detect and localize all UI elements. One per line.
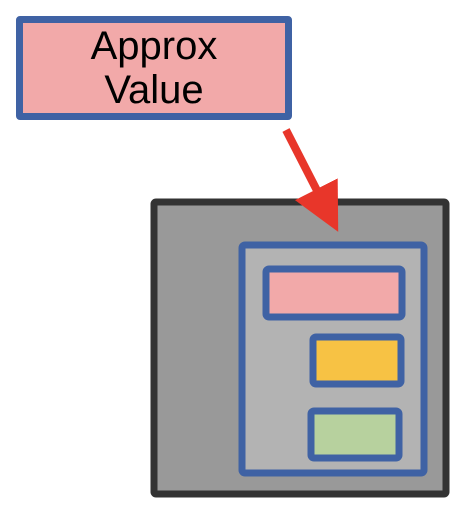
approx-value-label-box: Approx Value — [16, 16, 292, 120]
pink-slot-box — [262, 265, 406, 321]
green-slot-box — [307, 407, 403, 462]
arrow-icon — [282, 128, 339, 232]
label-line-2: Value — [104, 68, 204, 112]
label-line-1: Approx — [90, 24, 218, 68]
yellow-slot-box — [309, 333, 405, 388]
